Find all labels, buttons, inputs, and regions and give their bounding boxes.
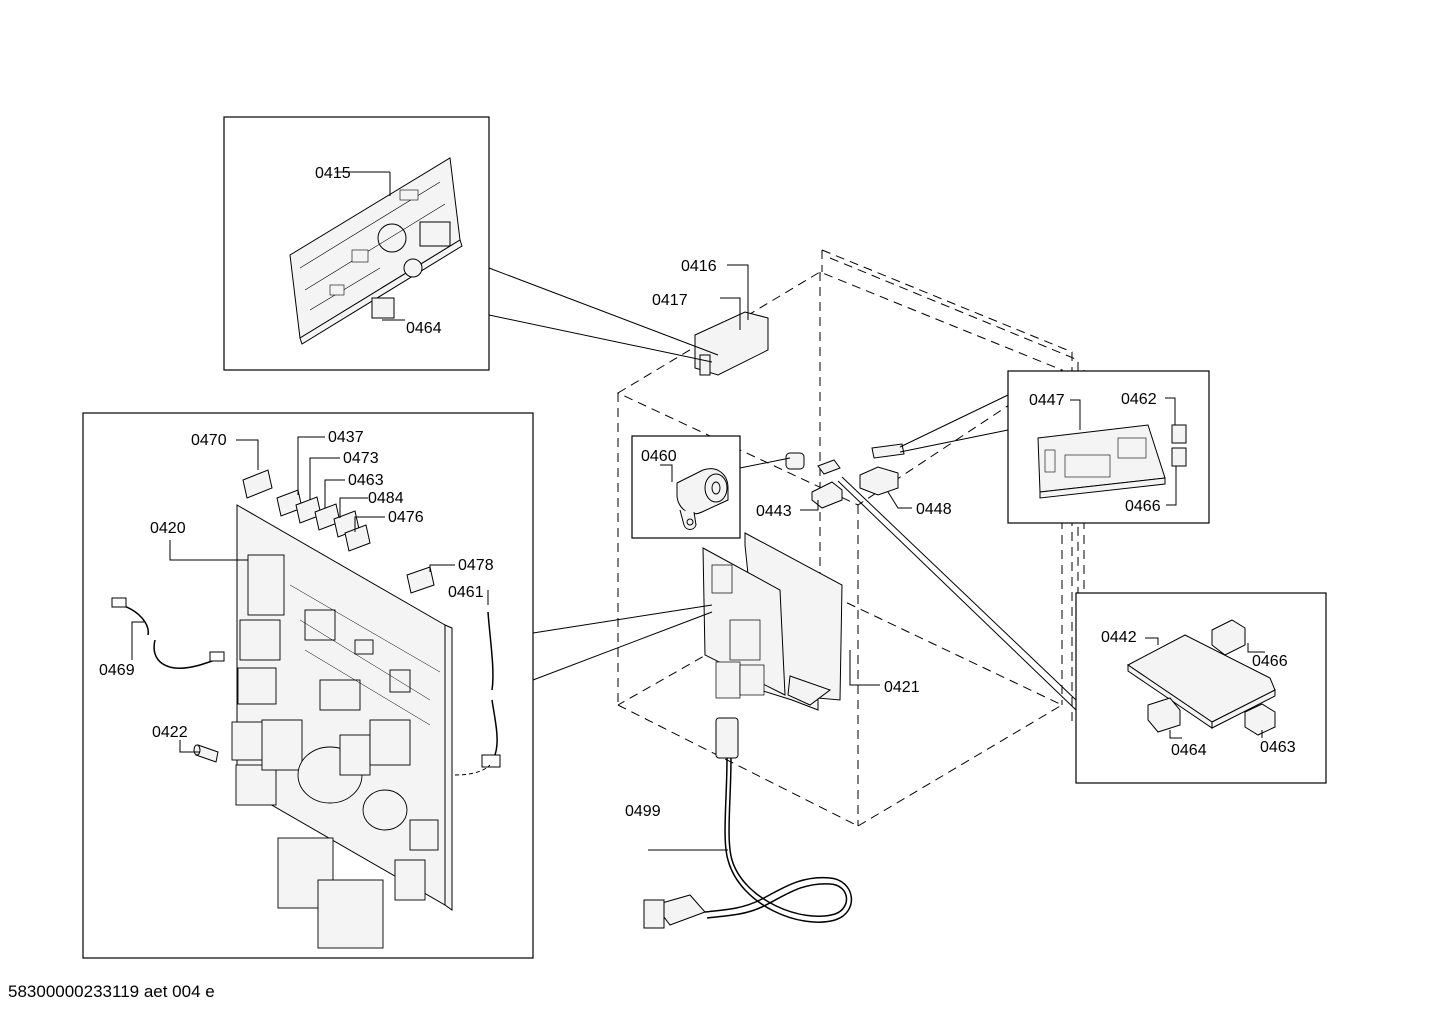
cable-0469 — [111, 597, 225, 669]
label-0470: 0470 — [191, 432, 227, 449]
main-board-assembly-0421 — [702, 532, 843, 711]
label-0469: 0469 — [99, 662, 135, 679]
label-0478: 0478 — [458, 557, 494, 574]
label-0463-left: 0463 — [348, 472, 384, 489]
label-0447: 0447 — [1029, 392, 1065, 409]
callout-box-0447 — [1007, 370, 1210, 524]
label-0420: 0420 — [150, 520, 186, 537]
power-cord-0499 — [643, 717, 852, 929]
callout-box-0415 — [223, 116, 490, 371]
label-0466-top: 0466 — [1125, 498, 1161, 515]
label-0460: 0460 — [641, 448, 677, 465]
board-0443 — [811, 459, 843, 509]
display-board-small — [871, 443, 905, 459]
connector-0462 — [1171, 424, 1187, 467]
label-0473: 0473 — [343, 450, 379, 467]
callout-lines — [488, 264, 1077, 851]
label-0464: 0464 — [1171, 742, 1207, 759]
connector-0470 — [242, 469, 273, 499]
control-module-0416 — [694, 311, 769, 376]
cable-0461 — [454, 611, 501, 776]
label-0464-top: 0464 — [406, 320, 442, 337]
ferrite-filter-0460 — [676, 468, 729, 530]
connector-0463 — [1244, 703, 1276, 736]
connector-0464 — [1147, 697, 1181, 733]
label-0484: 0484 — [368, 490, 404, 507]
document-reference: 58300000233119 aet 004 e — [8, 982, 215, 1001]
label-0442: 0442 — [1101, 629, 1137, 646]
label-0437: 0437 — [328, 429, 364, 446]
callout-box-0460 — [631, 435, 741, 539]
control-board-0415 — [289, 157, 463, 345]
connector-row — [276, 489, 371, 552]
label-0416: 0416 — [681, 258, 717, 275]
label-0462: 0462 — [1121, 391, 1157, 408]
callout-box-0420 — [82, 412, 534, 959]
label-0499: 0499 — [625, 803, 661, 820]
label-0461: 0461 — [448, 584, 484, 601]
label-0415: 0415 — [315, 165, 351, 182]
callout-box-0442 — [1075, 592, 1327, 784]
connector-0466 — [1211, 619, 1246, 656]
label-0443: 0443 — [756, 503, 792, 520]
bracket-0448 — [859, 466, 899, 496]
filter-0460-small — [785, 452, 805, 470]
label-0421: 0421 — [884, 679, 920, 696]
label-0417: 0417 — [652, 292, 688, 309]
power-board-0420 — [231, 504, 453, 949]
label-0463: 0463 — [1260, 739, 1296, 756]
sensor-board-0442 — [1127, 634, 1276, 729]
label-0476: 0476 — [388, 509, 424, 526]
label-0466: 0466 — [1252, 653, 1288, 670]
display-board-0447 — [1037, 424, 1166, 499]
connector-0478 — [406, 566, 435, 594]
part-labels: 0415 0464 0416 0417 0470 0437 0473 0463 … — [99, 165, 1296, 820]
label-0448: 0448 — [916, 501, 952, 518]
label-0422: 0422 — [152, 724, 188, 741]
